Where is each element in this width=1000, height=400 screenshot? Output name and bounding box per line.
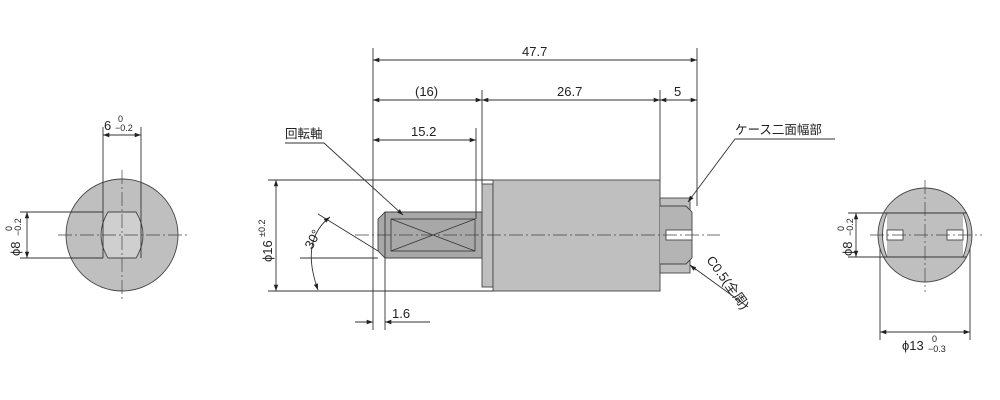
chamfer-note: C0.5(全周) [704,253,753,312]
chamfer-note-leader [689,264,749,308]
chamfer-angle-value: 30° [301,227,323,251]
left-dia-tol-lower: −0.2 [13,218,23,236]
rotating-shaft-leader [285,142,404,216]
left-dia-tol-upper: 0 [4,226,14,231]
case-flat-leader [687,138,835,203]
side-view: 47.7 (16) 26.7 5 15.2 1.6 ϕ16 ±0.2 30° 回… [257,44,835,330]
right-dia-value: ϕ8 [840,241,855,256]
right-outer-value: ϕ13 [902,338,924,353]
chamfer-note-arrow [689,264,697,271]
left-width-tol-upper: 0 [118,114,123,124]
chamfer-width-value: 1.6 [392,306,410,321]
left-view-shaft-flat [100,211,144,259]
right-outer-tol-lower: −0.3 [928,344,946,354]
body-dia-tol: ±0.2 [257,220,267,237]
shaft-ref-value: (16) [415,84,438,99]
case-flat-label: ケース二面幅部 [735,122,822,137]
right-dia-tol-upper: 0 [836,226,846,231]
total-length-value: 47.7 [522,44,547,59]
rotating-shaft-label: 回転軸 [285,127,323,141]
right-outer-tol-upper: 0 [932,334,937,344]
angle-arc [310,216,331,291]
flat-length-value: 15.2 [411,124,436,139]
left-end-view: 6 0 −0.2 ϕ8 0 −0.2 [4,114,190,300]
body-collar [481,183,494,288]
case-body [492,179,661,292]
body-length-value: 26.7 [557,84,582,99]
right-end-view: ϕ8 0 −0.2 ϕ13 0 −0.3 [836,180,982,354]
case-flat-length-value: 5 [674,84,681,99]
left-dia-value: ϕ8 [8,241,23,256]
body-dia-value: ϕ16 [260,240,275,262]
left-width-value: 6 [104,118,111,133]
right-dia-tol-lower: −0.2 [845,218,855,236]
left-width-tol-lower: −0.2 [115,123,133,133]
